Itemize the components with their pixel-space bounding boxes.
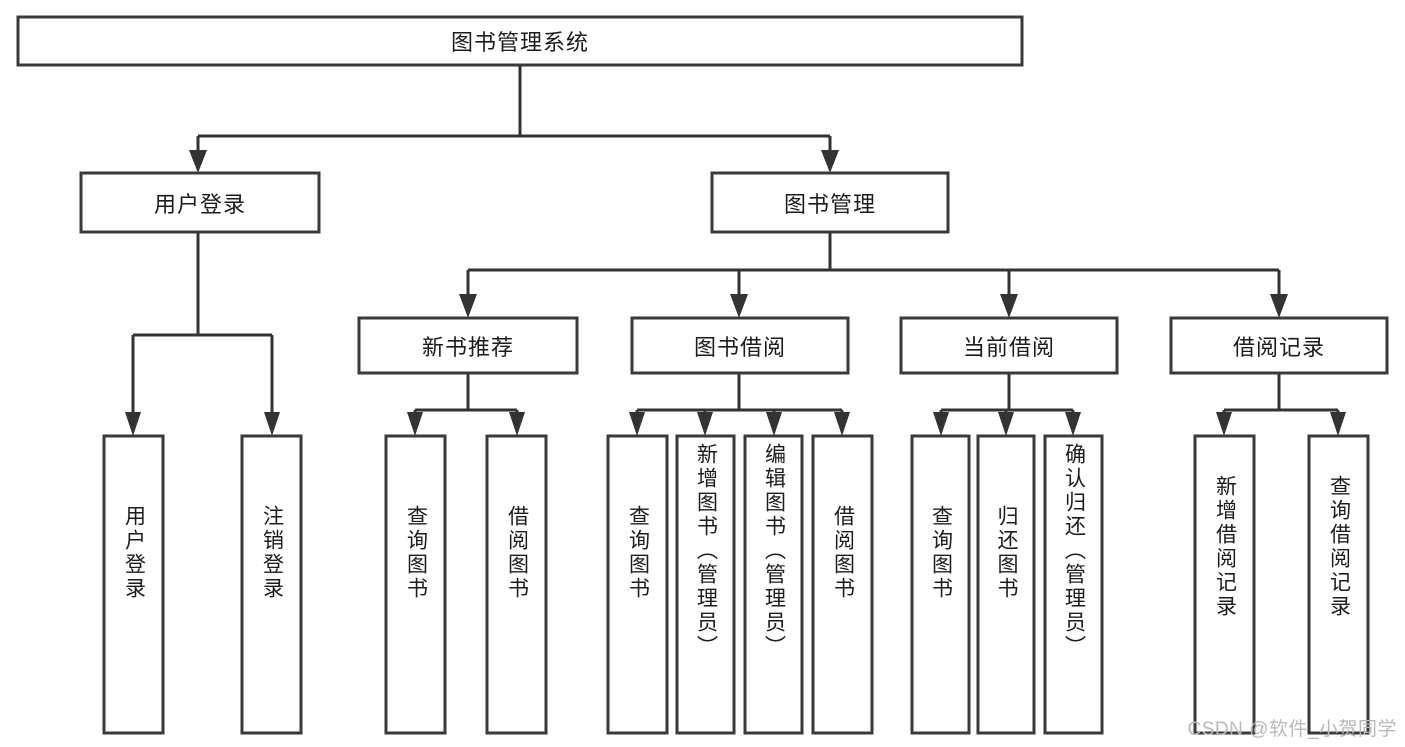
arrowhead-leaf-add-book	[697, 412, 713, 436]
node-layer	[16, 15, 1389, 735]
node-box-leaf-query-book-1[interactable]	[384, 434, 447, 735]
node-box-leaf-logout-login[interactable]	[240, 434, 303, 735]
arrowhead-leaf-borrow-book-1	[509, 412, 525, 436]
arrowhead-current-borrow	[1000, 294, 1018, 318]
node-box-borrow-record[interactable]	[1169, 316, 1389, 375]
node-box-book-management[interactable]	[710, 171, 950, 234]
arrowhead-leaf-add-record	[1216, 412, 1232, 436]
arrowhead-book-borrow	[730, 294, 748, 318]
arrowhead-borrow-record	[1270, 294, 1288, 318]
arrowhead-new-book-recommend	[459, 294, 477, 318]
node-box-leaf-query-record[interactable]	[1307, 434, 1370, 735]
node-box-current-borrow[interactable]	[899, 316, 1119, 375]
node-box-leaf-add-book[interactable]	[675, 434, 736, 735]
node-box-leaf-query-book-2[interactable]	[606, 434, 669, 735]
node-box-leaf-return-book[interactable]	[976, 434, 1036, 735]
node-box-root[interactable]	[16, 15, 1024, 67]
arrowhead-leaf-confirm-return	[1065, 412, 1081, 436]
node-box-leaf-query-book-3[interactable]	[910, 434, 971, 735]
node-box-leaf-add-record[interactable]	[1193, 434, 1256, 735]
arrowhead-leaf-query-book-3	[933, 412, 949, 436]
node-box-leaf-user-login[interactable]	[102, 434, 165, 735]
arrowhead-leaf-query-book-1	[407, 412, 423, 436]
node-box-book-borrow[interactable]	[630, 316, 850, 375]
node-box-leaf-borrow-book-2[interactable]	[811, 434, 874, 735]
arrowhead-leaf-logout-login	[264, 412, 280, 436]
arrowhead-leaf-borrow-book-2	[834, 412, 850, 436]
arrowhead-leaf-return-book	[998, 412, 1014, 436]
node-box-user-login[interactable]	[79, 171, 321, 234]
node-box-new-book-recommend[interactable]	[357, 316, 579, 375]
arrowhead-leaf-user-login	[125, 412, 141, 436]
arrowhead-leaf-query-record	[1330, 412, 1346, 436]
arrowhead-book-management	[821, 150, 839, 173]
node-box-leaf-edit-book[interactable]	[743, 434, 804, 735]
node-box-leaf-borrow-book-1[interactable]	[485, 434, 548, 735]
node-box-leaf-confirm-return[interactable]	[1043, 434, 1104, 735]
edge-layer	[125, 65, 1346, 436]
arrowhead-leaf-query-book-2	[629, 412, 645, 436]
arrowhead-user-login	[189, 150, 207, 173]
arrowhead-leaf-edit-book	[766, 412, 782, 436]
